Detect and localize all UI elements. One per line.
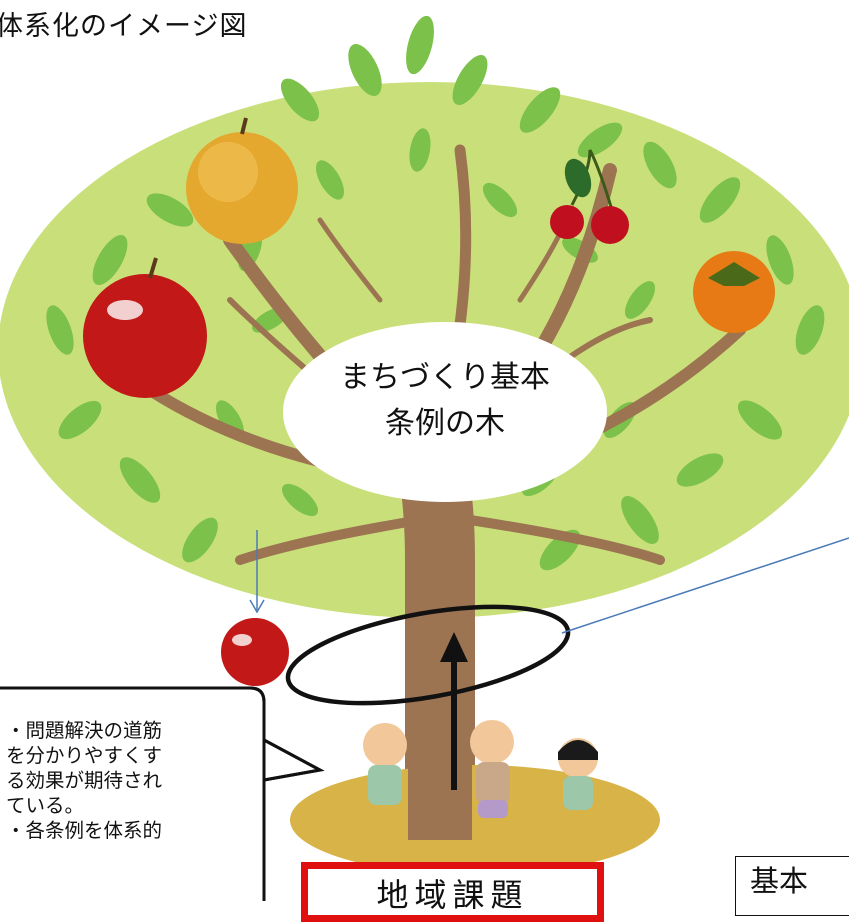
callout-line: る効果が期待され bbox=[6, 769, 163, 792]
leaf-cluster bbox=[46, 15, 825, 571]
callout-line: ・問題解決の道筋 bbox=[6, 719, 163, 742]
callout-line: ている。 bbox=[6, 794, 85, 817]
page-title: 体系化のイメージ図 bbox=[0, 11, 248, 42]
fallen-apple-icon bbox=[221, 618, 289, 686]
pear-icon bbox=[186, 117, 298, 244]
callout-fill bbox=[0, 690, 262, 901]
pointer-line bbox=[561, 537, 849, 634]
growth-arrow-head bbox=[440, 632, 468, 662]
callout-line: を分かりやすくす bbox=[6, 744, 163, 767]
center-label-line-2: 条例の木 bbox=[385, 406, 505, 441]
trunk-base bbox=[408, 600, 472, 840]
children-illustration bbox=[363, 720, 598, 818]
callout-outline bbox=[0, 686, 325, 901]
callout-text: ・問題解決の道筋 を分かりやすくす る効果が期待され ている。 ・各条例を体系的 bbox=[6, 718, 238, 843]
persimmon-icon bbox=[693, 251, 775, 333]
callout-line: ・各条例を体系的 bbox=[6, 819, 163, 842]
center-label-ellipse bbox=[283, 322, 607, 502]
tree-illustration bbox=[0, 15, 849, 901]
apple-icon bbox=[83, 257, 207, 398]
basic-label: 基本 bbox=[750, 864, 809, 898]
regional-issue-label: 地域課題 bbox=[376, 876, 529, 914]
fall-arrow-head bbox=[249, 599, 265, 614]
ground-patch bbox=[290, 765, 660, 875]
center-label-line-1: まちづくり基本 bbox=[340, 360, 550, 395]
center-label: まちづくり基本 条例の木 bbox=[290, 355, 600, 447]
cherries-icon bbox=[550, 149, 629, 244]
